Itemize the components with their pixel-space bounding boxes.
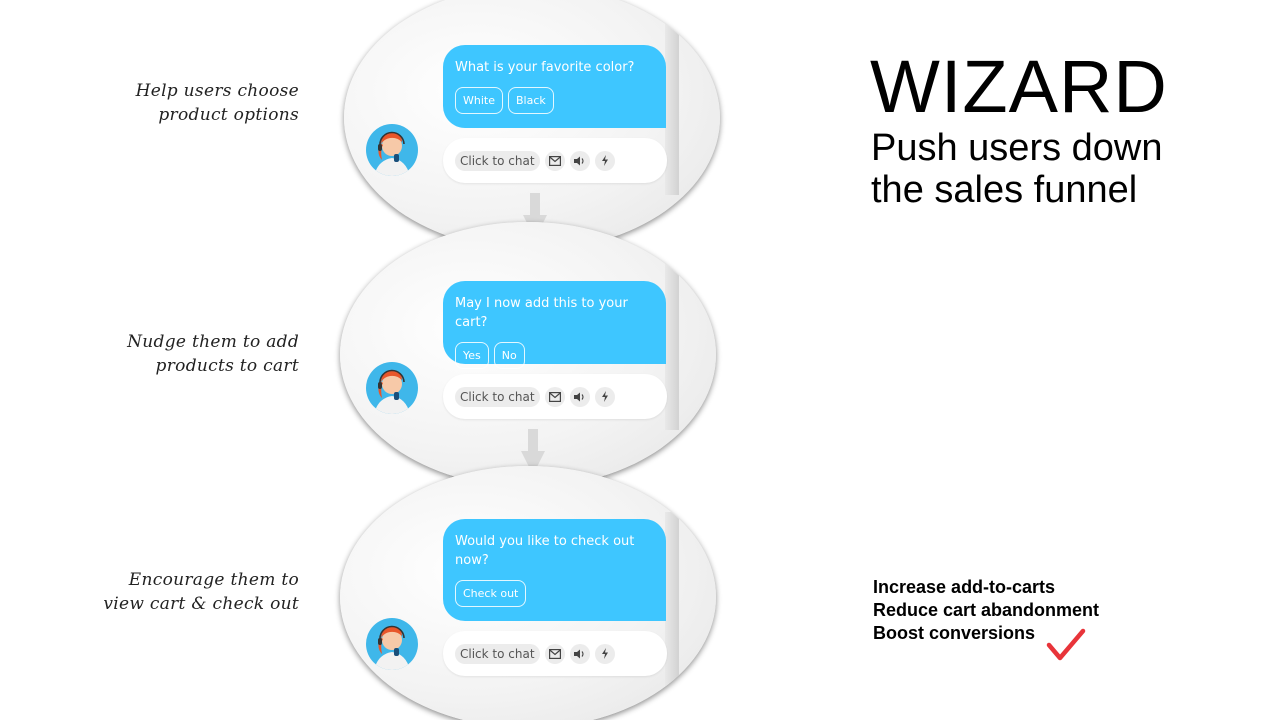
speaker-icon[interactable]: [569, 643, 590, 664]
agent-avatar-icon: [374, 131, 410, 176]
chat-bar: Click to chat: [443, 631, 667, 676]
bubble-question: May I now add this to your cart?: [455, 296, 628, 330]
step-label-2-line1: Nudge them to add: [127, 332, 299, 352]
step-label-3-line2: view cart & check out: [103, 594, 299, 614]
speaker-icon[interactable]: [569, 150, 590, 171]
option-white-button[interactable]: White: [455, 87, 503, 114]
screen-edge: [665, 0, 679, 195]
agent-avatar-icon: [374, 625, 410, 670]
step-circle-1: What is your favorite color? White Black…: [344, 0, 720, 250]
step-circle-2: May I now add this to your cart? Yes No …: [340, 222, 716, 487]
benefit-item: Reduce cart abandonment: [873, 600, 1100, 620]
step-label-2: Nudge them to add products to cart: [127, 330, 299, 378]
page-title: WIZARD: [870, 45, 1168, 128]
bubble-question: What is your favorite color?: [455, 60, 635, 75]
option-group: Check out: [455, 580, 654, 607]
envelope-icon[interactable]: [544, 386, 565, 407]
step-label-2-line2: products to cart: [155, 356, 299, 376]
envelope-icon[interactable]: [544, 643, 565, 664]
step-label-1-line1: Help users choose: [135, 81, 299, 101]
bubble-question: Would you like to check out now?: [455, 534, 635, 568]
chat-bubble-2: May I now add this to your cart? Yes No: [443, 281, 666, 369]
chat-bar: Click to chat: [443, 138, 667, 183]
chat-bar: Click to chat: [443, 374, 667, 419]
avatar: [366, 618, 418, 670]
step-circle-3: Would you like to check out now? Check o…: [340, 466, 716, 720]
step-label-1: Help users choose product options: [136, 79, 299, 127]
page-subtitle: Push users down the sales funnel: [871, 127, 1231, 211]
chat-bubble-3: Would you like to check out now? Check o…: [443, 519, 666, 621]
agent-avatar-icon: [374, 369, 410, 414]
benefit-item: Increase add-to-carts: [873, 577, 1056, 597]
option-group: White Black: [455, 87, 654, 114]
option-group: Yes No: [455, 342, 654, 369]
benefits-list: Increase add-to-carts Reduce cart abando…: [873, 576, 1099, 645]
envelope-icon[interactable]: [544, 150, 565, 171]
subtitle-line2: the sales funnel: [871, 169, 1138, 211]
click-to-chat-button[interactable]: Click to chat: [455, 150, 540, 171]
speaker-icon[interactable]: [569, 386, 590, 407]
checkmark-icon: [1046, 628, 1086, 661]
step-label-3: Encourage them to view cart & check out: [103, 568, 299, 616]
click-to-chat-button[interactable]: Click to chat: [455, 643, 540, 664]
benefit-item: Boost conversions: [873, 623, 1036, 643]
lightning-icon[interactable]: [594, 643, 615, 664]
step-label-3-line1: Encourage them to: [128, 570, 299, 590]
screen-edge: [665, 512, 679, 688]
step-label-1-line2: product options: [158, 105, 299, 125]
avatar: [366, 124, 418, 176]
chat-bubble-1: What is your favorite color? White Black: [443, 45, 666, 128]
option-check-out-button[interactable]: Check out: [455, 580, 527, 607]
option-black-button[interactable]: Black: [508, 87, 554, 114]
arrow-down-icon: [521, 429, 545, 475]
option-yes-button[interactable]: Yes: [455, 342, 489, 369]
option-no-button[interactable]: No: [493, 342, 525, 369]
lightning-icon[interactable]: [594, 150, 615, 171]
lightning-icon[interactable]: [594, 386, 615, 407]
screen-edge: [665, 260, 679, 430]
avatar: [366, 362, 418, 414]
click-to-chat-button[interactable]: Click to chat: [455, 386, 540, 407]
subtitle-line1: Push users down: [871, 127, 1163, 169]
